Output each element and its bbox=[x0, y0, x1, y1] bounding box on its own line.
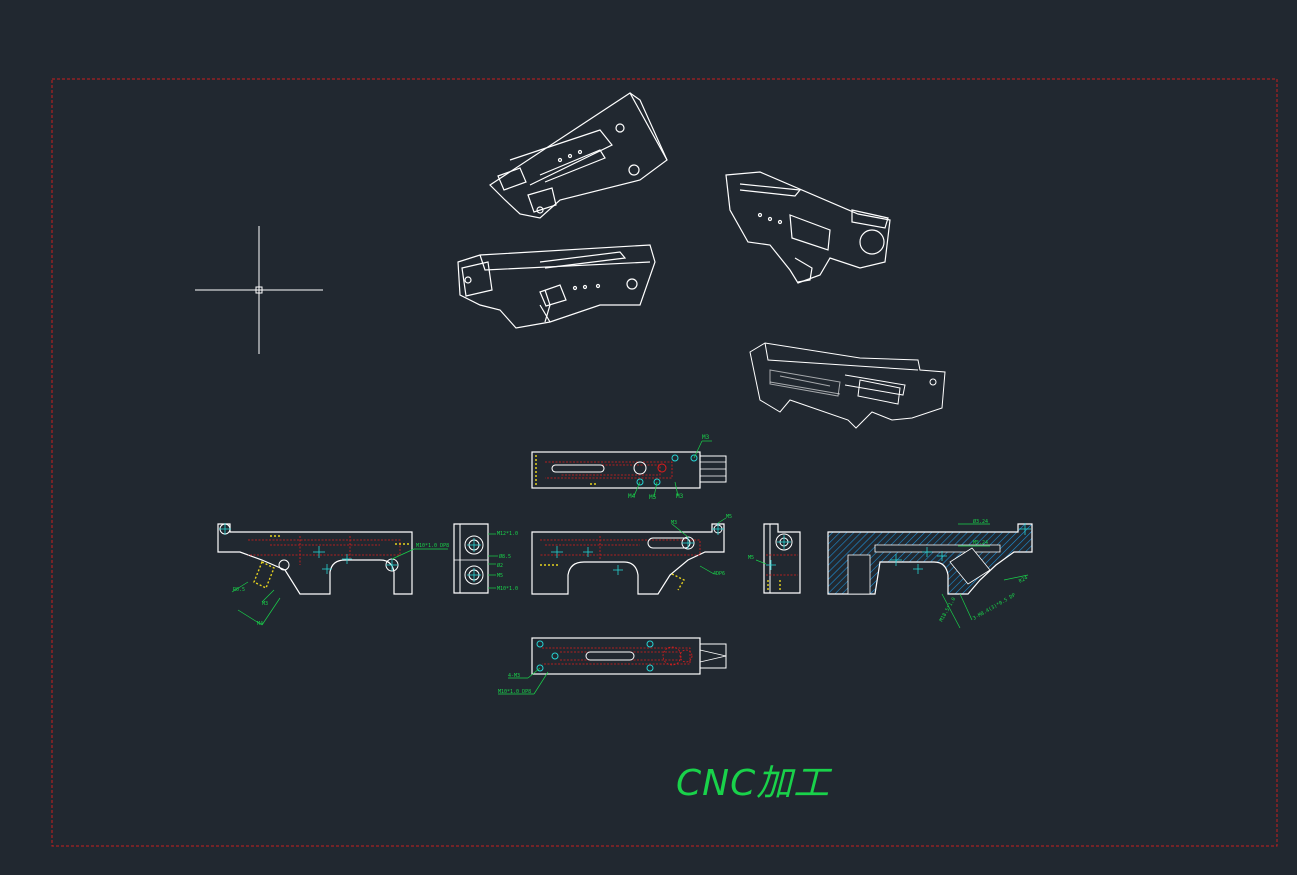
iso-view-4[interactable] bbox=[749, 342, 946, 429]
label-sec-r: R24 bbox=[1018, 575, 1029, 585]
label-sec-d3: Ø3.24 bbox=[973, 518, 988, 525]
iso-view-1[interactable] bbox=[489, 92, 668, 219]
label-enda-d2: Ø2 bbox=[497, 562, 503, 569]
crosshair-cursor-icon bbox=[195, 226, 323, 354]
end-view-b[interactable]: M5 bbox=[748, 523, 801, 594]
label-top-m4: M4 bbox=[628, 493, 636, 500]
label-bot-4m3: 4-M3 bbox=[508, 673, 520, 679]
bottom-plan-view[interactable]: 4-M3 M10*1.0 DP8 bbox=[498, 637, 727, 695]
label-sec-m5: M5.24 bbox=[973, 540, 988, 546]
section-view[interactable]: Ø3.24 M5.24 M18.5*1.0 3-M8.4(3)*0.5 DP R… bbox=[827, 518, 1033, 629]
middle-front-view[interactable]: M3 M5 4DP6 bbox=[531, 514, 732, 595]
label-top-m3-a: M3 bbox=[702, 434, 710, 441]
label-enda-m12: M12*1.0 bbox=[497, 531, 518, 537]
iso-view-3[interactable] bbox=[457, 244, 656, 329]
iso-view-2[interactable] bbox=[725, 171, 891, 284]
label-sec-thread: 3-M8.4(3)*0.5 DP bbox=[972, 592, 1017, 621]
label-enda-m5: M5 bbox=[497, 573, 503, 579]
top-plan-view[interactable]: M3 M4 M5 M3 bbox=[531, 434, 727, 501]
label-sec-m18: M18.5*1.0 bbox=[939, 597, 958, 623]
label-bot-m10: M10*1.0 DP8 bbox=[498, 689, 531, 695]
label-endb-m5: M5 bbox=[748, 555, 754, 561]
label-left-m10: M10*1.0 DP8 bbox=[416, 543, 449, 549]
left-front-view[interactable]: M10*1.0 DP8 R0.5 M3 M4 bbox=[217, 523, 449, 627]
label-top-m3-b: M3 bbox=[676, 493, 684, 500]
label-enda-d8: Ø8.5 bbox=[499, 553, 511, 560]
label-left-m3: M3 bbox=[262, 601, 268, 607]
drawing-title: CNC加工 bbox=[676, 763, 831, 804]
end-view-a[interactable]: M12*1.0 Ø8.5 Ø2 M5 M10*1.0 bbox=[453, 523, 518, 594]
label-mid-m3: M3 bbox=[671, 520, 677, 526]
label-top-m5: M5 bbox=[649, 494, 657, 501]
layout-border bbox=[51, 78, 1278, 847]
label-left-r0: R0.5 bbox=[233, 587, 245, 593]
label-mid-m5: M5 bbox=[726, 514, 732, 520]
label-mid-dp6: 4DP6 bbox=[713, 571, 725, 577]
label-enda-m10: M10*1.0 bbox=[497, 586, 518, 592]
label-left-m4: M4 bbox=[257, 621, 263, 627]
